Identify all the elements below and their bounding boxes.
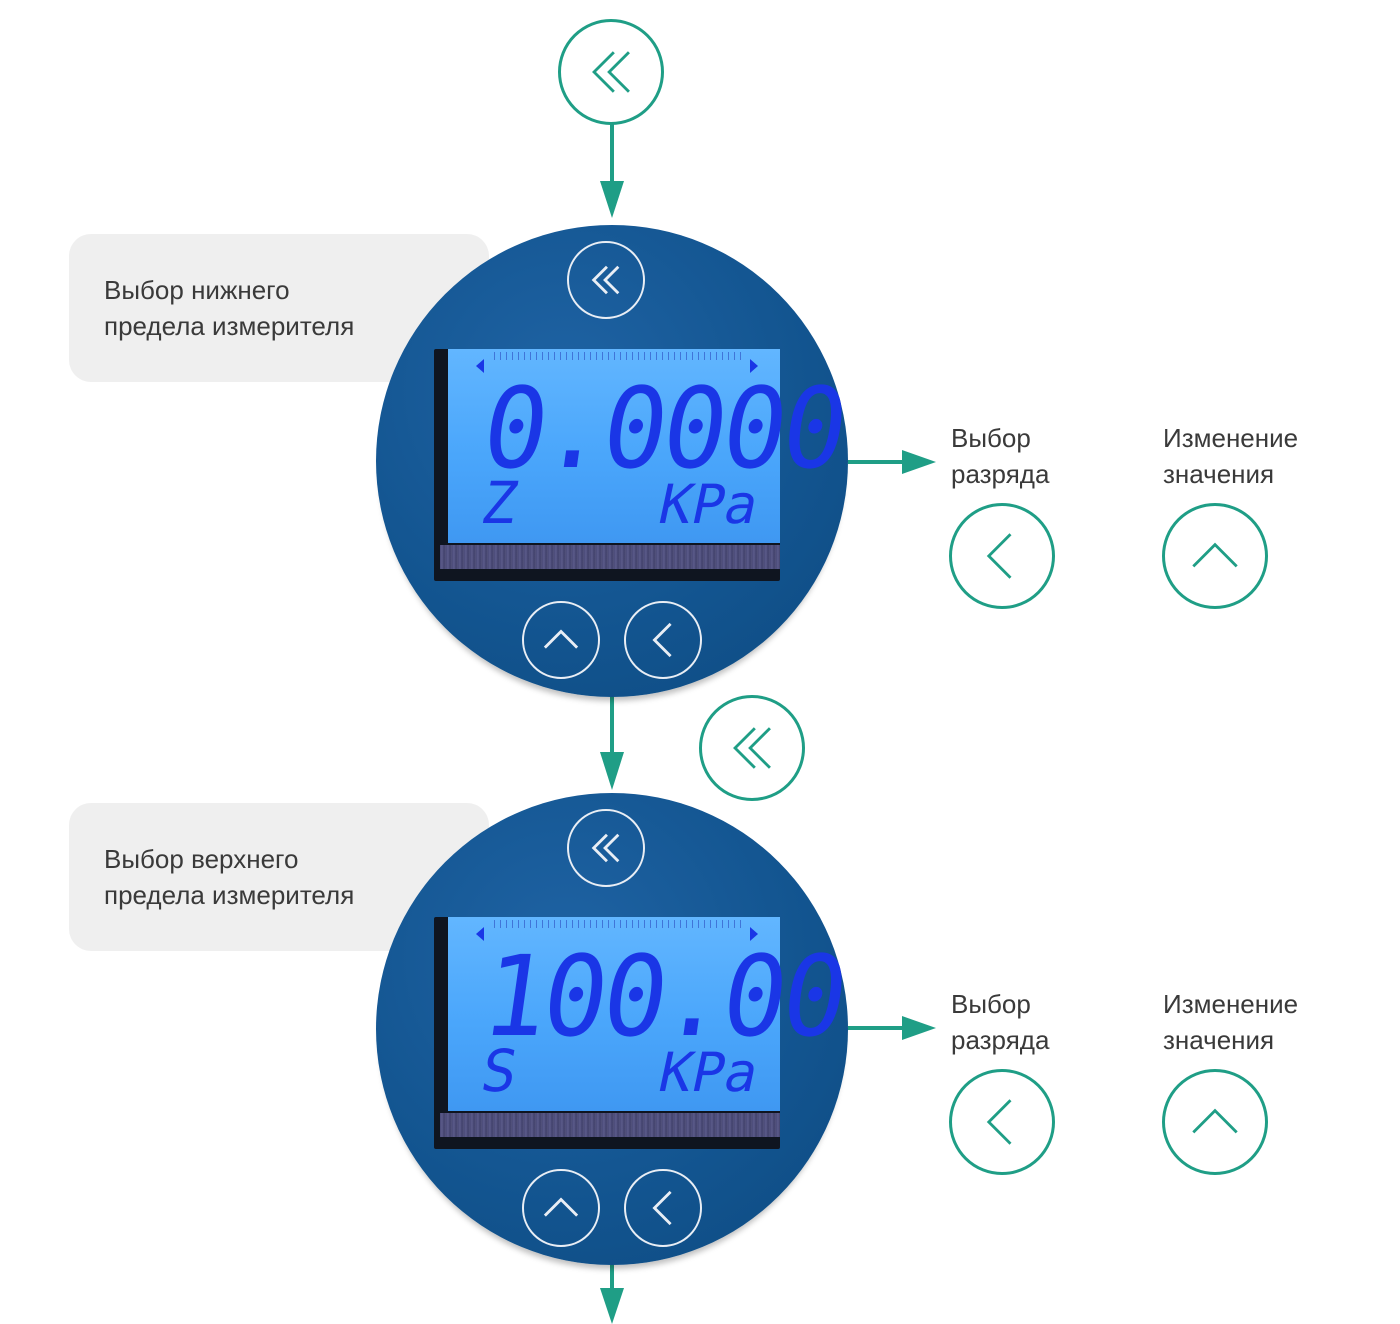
- chevron-left-icon: [652, 1190, 672, 1226]
- step1-select-line1: Выбор: [951, 423, 1031, 453]
- chevron-up-icon: [1192, 542, 1238, 568]
- double-chevron-left-icon: [591, 833, 620, 863]
- chevron-left-icon: [652, 622, 672, 658]
- chevron-up-icon: [1192, 1108, 1238, 1134]
- lcd-left-arrow-icon: [476, 359, 484, 373]
- chevron-up-icon: [543, 1197, 579, 1217]
- step1-device-back-button[interactable]: [567, 241, 645, 319]
- step2-change-line1: Изменение: [1163, 989, 1299, 1019]
- double-chevron-left-icon: [733, 727, 771, 769]
- step2-change-line2: значения: [1163, 1025, 1275, 1055]
- step2-lcd-screen: 100.00 S KPa: [448, 917, 852, 1111]
- step2-change-value-button[interactable]: [1162, 1069, 1268, 1175]
- step2-label-line2: предела измерителя: [104, 880, 355, 910]
- chevron-left-icon: [986, 1099, 1012, 1145]
- step2-device-up-button[interactable]: [522, 1169, 600, 1247]
- step1-change-line2: значения: [1163, 459, 1275, 489]
- double-chevron-left-icon: [591, 265, 620, 295]
- step1-lcd-bar: [494, 352, 746, 360]
- step1-change-value-label: Изменение значения: [1163, 420, 1298, 492]
- step1-device-up-button[interactable]: [522, 601, 600, 679]
- step1-lcd-unit: KPa: [653, 473, 765, 536]
- step2-select-line1: Выбор: [951, 989, 1031, 1019]
- step1-device: 0.0000 Z KPa: [376, 225, 852, 697]
- step2-change-value-label: Изменение значения: [1163, 986, 1298, 1058]
- step1-label-line1: Выбор нижнего: [104, 275, 290, 305]
- middle-back-button[interactable]: [699, 695, 805, 801]
- top-back-button[interactable]: [558, 19, 664, 125]
- step2-select-digit-button[interactable]: [949, 1069, 1055, 1175]
- step2-device: 100.00 S KPa: [376, 793, 852, 1265]
- step1-lcd-frame: 0.0000 Z KPa: [434, 349, 852, 581]
- lcd-right-arrow-icon: [750, 927, 758, 941]
- step2-device-left-button[interactable]: [624, 1169, 702, 1247]
- step2-lcd-frame: 100.00 S KPa: [434, 917, 852, 1149]
- step2-lcd-unit: KPa: [653, 1041, 765, 1104]
- step2-select-digit-label: Выбор разряда: [951, 986, 1049, 1058]
- step1-device-left-button[interactable]: [624, 601, 702, 679]
- step2-lcd-bar: [494, 920, 746, 928]
- lcd-left-arrow-icon: [476, 927, 484, 941]
- step1-change-line1: Изменение: [1163, 423, 1299, 453]
- step1-select-line2: разряда: [951, 459, 1050, 489]
- step1-change-value-button[interactable]: [1162, 503, 1268, 609]
- step1-select-digit-label: Выбор разряда: [951, 420, 1049, 492]
- chevron-left-icon: [986, 533, 1012, 579]
- step1-lcd-value: 0.0000: [474, 363, 853, 494]
- step1-select-digit-button[interactable]: [949, 503, 1055, 609]
- step2-label-line1: Выбор верхнего: [104, 844, 299, 874]
- step2-device-back-button[interactable]: [567, 809, 645, 887]
- step2-label-box: Выбор верхнего предела измерителя: [69, 803, 489, 951]
- step1-lcd-base: [440, 545, 780, 569]
- double-chevron-left-icon: [592, 51, 630, 93]
- step1-lcd-screen: 0.0000 Z KPa: [448, 349, 852, 543]
- step2-lcd-base: [440, 1113, 780, 1137]
- step2-lcd-value: 100.00: [474, 931, 853, 1062]
- step2-select-line2: разряда: [951, 1025, 1050, 1055]
- step1-label-line2: предела измерителя: [104, 311, 355, 341]
- lcd-right-arrow-icon: [750, 359, 758, 373]
- chevron-up-icon: [543, 629, 579, 649]
